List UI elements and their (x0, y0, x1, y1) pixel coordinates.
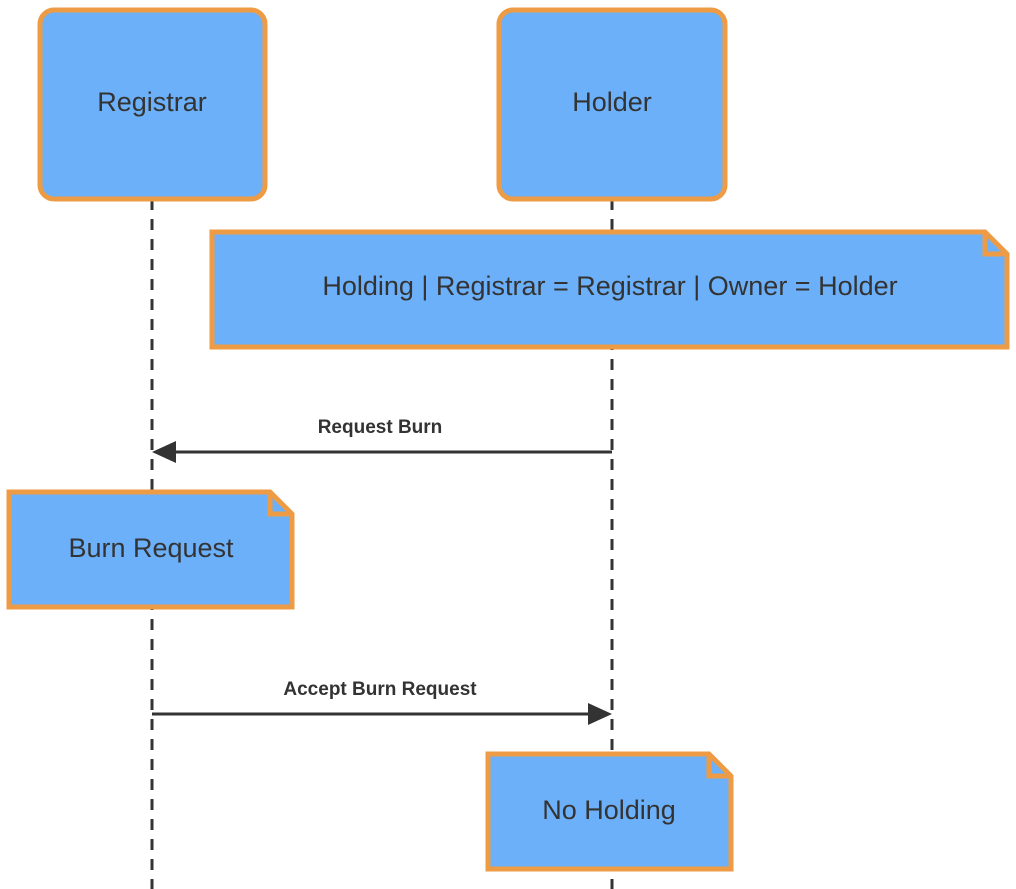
note-no-holding-label: No Holding (542, 795, 676, 825)
note-holding-label: Holding | Registrar = Registrar | Owner … (322, 271, 897, 301)
note-no-holding[interactable]: No Holding (485, 751, 734, 872)
participant-holder[interactable]: Holder (496, 7, 728, 202)
note-burn-request-label: Burn Request (68, 533, 234, 563)
message-request-burn-label: Request Burn (318, 417, 443, 438)
message-request-burn[interactable]: Request Burn (152, 417, 612, 463)
participant-holder-box (496, 7, 728, 202)
note-burn-request[interactable]: Burn Request (6, 489, 295, 610)
note-no-holding-fold-icon (706, 754, 731, 779)
note-burn-request-shape (6, 489, 295, 610)
participant-registrar-box (37, 7, 268, 202)
note-holding-fold-icon (982, 232, 1007, 257)
participant-registrar[interactable]: Registrar (37, 7, 268, 202)
note-no-holding-shape (485, 751, 734, 872)
participant-holder-label: Holder (572, 87, 652, 117)
message-request-burn-arrowhead (152, 441, 176, 463)
note-burn-request-fold-icon (267, 492, 292, 517)
note-holding-shape (209, 229, 1010, 350)
message-accept-burn-request-label: Accept Burn Request (283, 679, 477, 700)
message-accept-burn-request-arrowhead (588, 703, 612, 725)
participant-registrar-label: Registrar (97, 87, 207, 117)
message-accept-burn-request[interactable]: Accept Burn Request (152, 679, 612, 725)
note-holding[interactable]: Holding | Registrar = Registrar | Owner … (209, 229, 1010, 350)
